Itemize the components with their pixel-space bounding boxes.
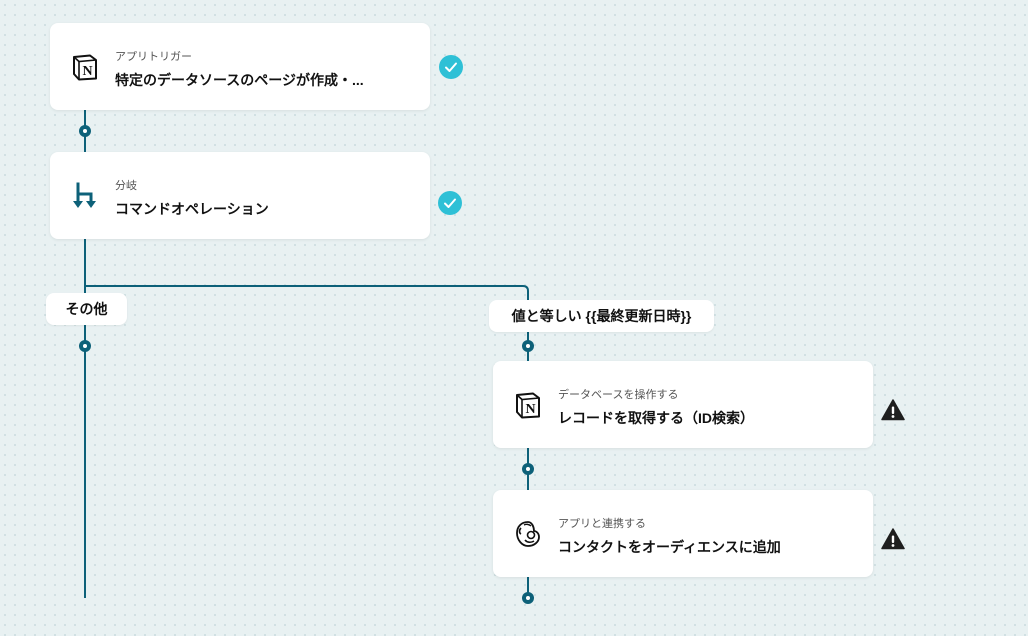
branch-label-condition[interactable]: 値と等しい {{最終更新日時}}: [489, 300, 714, 332]
connector-dot[interactable]: [522, 340, 534, 352]
notion-icon: N: [70, 52, 100, 82]
step-type-label: アプリと連携する: [558, 518, 646, 530]
warning-icon: [881, 398, 905, 422]
step-type-label: アプリトリガー: [115, 51, 192, 63]
branch-label-other[interactable]: その他: [46, 293, 127, 325]
connector-dot[interactable]: [522, 592, 534, 604]
step-type-label: 分岐: [115, 180, 137, 192]
step-title: レコードを取得する（ID検索）: [558, 410, 754, 426]
database-step-card[interactable]: N データベースを操作する レコードを取得する（ID検索）: [493, 361, 873, 448]
connector-dot[interactable]: [79, 125, 91, 137]
connector-dot[interactable]: [79, 340, 91, 352]
svg-text:N: N: [82, 64, 92, 79]
branch-step-card[interactable]: 分岐 コマンドオペレーション: [50, 152, 430, 239]
step-title: 特定のデータソースのページが作成・...: [115, 72, 364, 88]
connector-dot[interactable]: [522, 463, 534, 475]
svg-text:N: N: [525, 402, 535, 417]
step-title: コマンドオペレーション: [115, 201, 269, 217]
notion-icon: N: [513, 390, 543, 420]
check-icon: [439, 55, 463, 79]
step-title: コンタクトをオーディエンスに追加: [558, 539, 781, 555]
warning-icon: [881, 527, 905, 551]
branch-icon: [70, 181, 100, 211]
trigger-step-card[interactable]: N アプリトリガー 特定のデータソースのページが作成・...: [50, 23, 430, 110]
check-icon: [438, 191, 462, 215]
mailchimp-icon: [513, 519, 543, 549]
app-step-card[interactable]: アプリと連携する コンタクトをオーディエンスに追加: [493, 490, 873, 577]
step-type-label: データベースを操作する: [558, 389, 679, 401]
